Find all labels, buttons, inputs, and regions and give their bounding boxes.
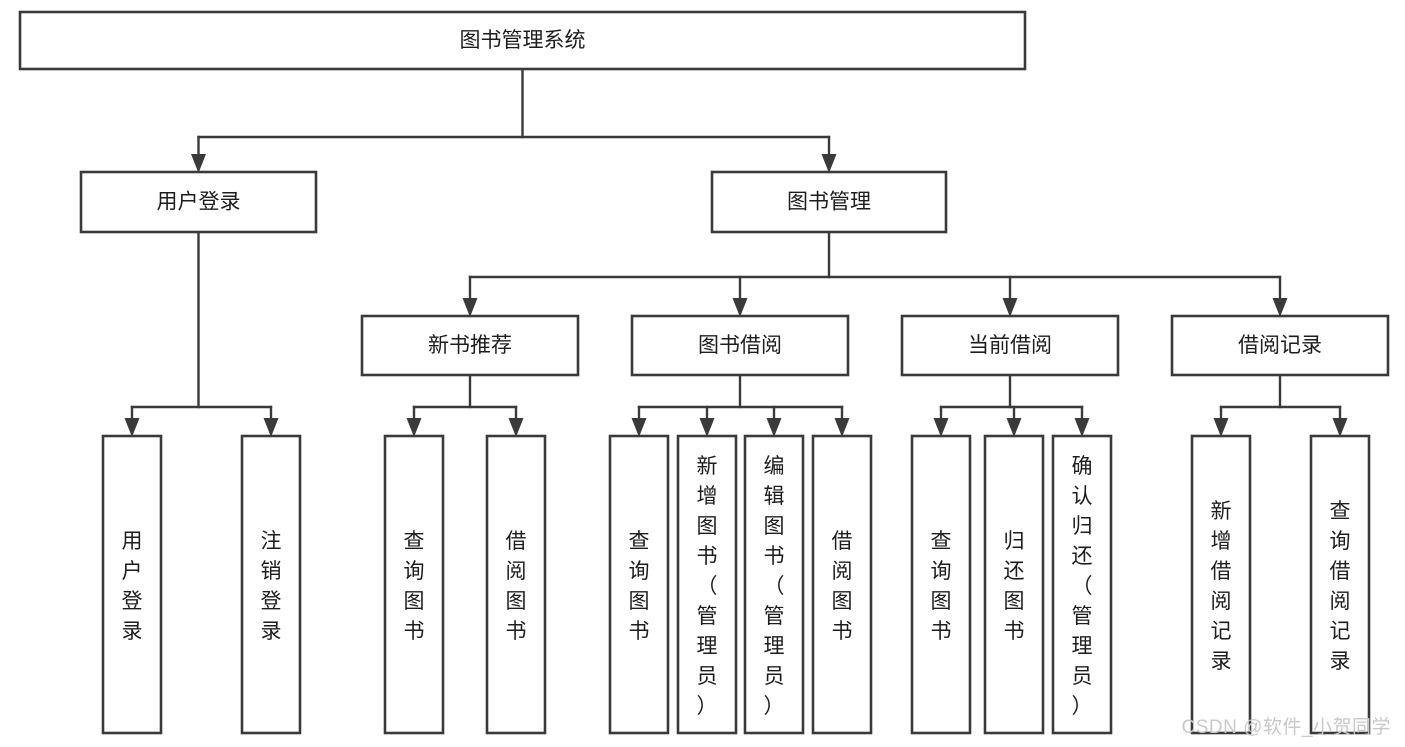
node-borrow-records[interactable]: 借阅记录 [1170, 314, 1390, 377]
node-root[interactable]: 图书管理系统 [18, 10, 1027, 71]
node-leaf-query-book-recommend[interactable]: 查询图书 [383, 434, 445, 735]
node-leaf-return-book[interactable]: 归还图书 [983, 434, 1045, 735]
arrow-head-icon [821, 154, 837, 173]
node-label: 注销登录 [261, 530, 282, 643]
node-leaf-logout[interactable]: 注销登录 [240, 434, 302, 735]
connector-edge-root-to-level2 [191, 67, 837, 173]
node-box [676, 434, 738, 735]
node-box [101, 434, 163, 735]
node-label: 图书管理 [787, 191, 871, 214]
node-label: 新书推荐 [428, 334, 512, 357]
arrow-head-icon [834, 418, 850, 437]
watermark-text: CSDN @软件_小贺同学 [1181, 717, 1391, 738]
arrow-head-icon [933, 418, 949, 437]
arrow-head-icon [1332, 418, 1348, 437]
arrow-head-icon [1006, 418, 1022, 437]
node-label: 图书管理系统 [460, 29, 586, 52]
arrow-head-icon [1272, 298, 1288, 317]
node-label: 借阅图书 [832, 530, 853, 643]
node-box [240, 434, 302, 735]
node-label: 编辑图书（管理员） [764, 455, 785, 718]
node-box [485, 434, 547, 735]
node-current-borrow[interactable]: 当前借阅 [900, 314, 1120, 377]
node-leaf-confirm-return[interactable]: 确认归还（管理员） [1051, 434, 1113, 735]
connector-edge-userlogin-to-leaves [124, 230, 279, 437]
node-label: 查询图书 [629, 530, 650, 643]
node-label: 新增图书（管理员） [697, 455, 718, 718]
arrow-head-icon [124, 418, 140, 437]
node-label: 用户登录 [122, 530, 143, 643]
node-book-management[interactable]: 图书管理 [710, 170, 948, 234]
connectors-layer [124, 67, 1348, 437]
node-box [1051, 434, 1113, 735]
arrow-head-icon [1002, 298, 1018, 317]
arrow-head-icon [462, 298, 478, 317]
arrow-head-icon [766, 418, 782, 437]
node-box [1190, 434, 1252, 735]
node-label: 确认归还（管理员） [1072, 455, 1093, 718]
arrow-head-icon [699, 418, 715, 437]
nodes-layer: 图书管理系统用户登录图书管理新书推荐图书借阅当前借阅借阅记录用户登录注销登录查询… [18, 10, 1390, 735]
node-label: 借阅图书 [506, 530, 527, 643]
connector-edge-current-to-leaves [933, 373, 1090, 437]
connector-edge-records-to-leaves [1213, 373, 1348, 437]
node-label: 图书借阅 [698, 334, 782, 357]
node-book-borrow[interactable]: 图书借阅 [630, 314, 850, 377]
node-label: 查询借阅记录 [1330, 500, 1351, 673]
node-box [743, 434, 805, 735]
arrow-head-icon [732, 298, 748, 317]
node-box [360, 314, 580, 377]
node-box [983, 434, 1045, 735]
node-user-login[interactable]: 用户登录 [79, 170, 318, 234]
node-label: 当前借阅 [968, 334, 1052, 357]
node-leaf-user-login[interactable]: 用户登录 [101, 434, 163, 735]
arrow-head-icon [263, 418, 279, 437]
node-label: 借阅记录 [1238, 334, 1322, 357]
node-box [910, 434, 972, 735]
arrow-head-icon [1213, 418, 1229, 437]
arrow-head-icon [406, 418, 422, 437]
node-box [383, 434, 445, 735]
node-leaf-query-borrow-record[interactable]: 查询借阅记录 [1309, 434, 1371, 735]
node-leaf-add-borrow-record[interactable]: 新增借阅记录 [1190, 434, 1252, 735]
node-leaf-borrow-book-recommend[interactable]: 借阅图书 [485, 434, 547, 735]
node-label: 用户登录 [157, 191, 241, 214]
node-box [18, 10, 1027, 71]
node-label: 查询图书 [404, 530, 425, 643]
node-leaf-add-book[interactable]: 新增图书（管理员） [676, 434, 738, 735]
node-box [608, 434, 670, 735]
node-leaf-query-book-borrow[interactable]: 查询图书 [608, 434, 670, 735]
arrow-head-icon [1074, 418, 1090, 437]
node-label: 新增借阅记录 [1211, 500, 1232, 673]
arrow-head-icon [631, 418, 647, 437]
node-label: 查询图书 [931, 530, 952, 643]
node-new-book-recommend[interactable]: 新书推荐 [360, 314, 580, 377]
node-label: 归还图书 [1004, 530, 1025, 643]
node-leaf-edit-book[interactable]: 编辑图书（管理员） [743, 434, 805, 735]
node-leaf-query-book-current[interactable]: 查询图书 [910, 434, 972, 735]
arrow-head-icon [191, 154, 206, 173]
connector-edge-borrow-to-leaves [631, 373, 850, 437]
node-leaf-borrow-book[interactable]: 借阅图书 [811, 434, 873, 735]
node-box [710, 170, 948, 234]
arrow-head-icon [508, 418, 524, 437]
connector-edge-recommend-to-leaves [406, 373, 524, 437]
node-box [900, 314, 1120, 377]
node-box [1170, 314, 1390, 377]
node-box [630, 314, 850, 377]
node-box [1309, 434, 1371, 735]
node-box [811, 434, 873, 735]
connector-edge-bookmgmt-to-level3 [462, 230, 1288, 317]
node-box [79, 170, 318, 234]
